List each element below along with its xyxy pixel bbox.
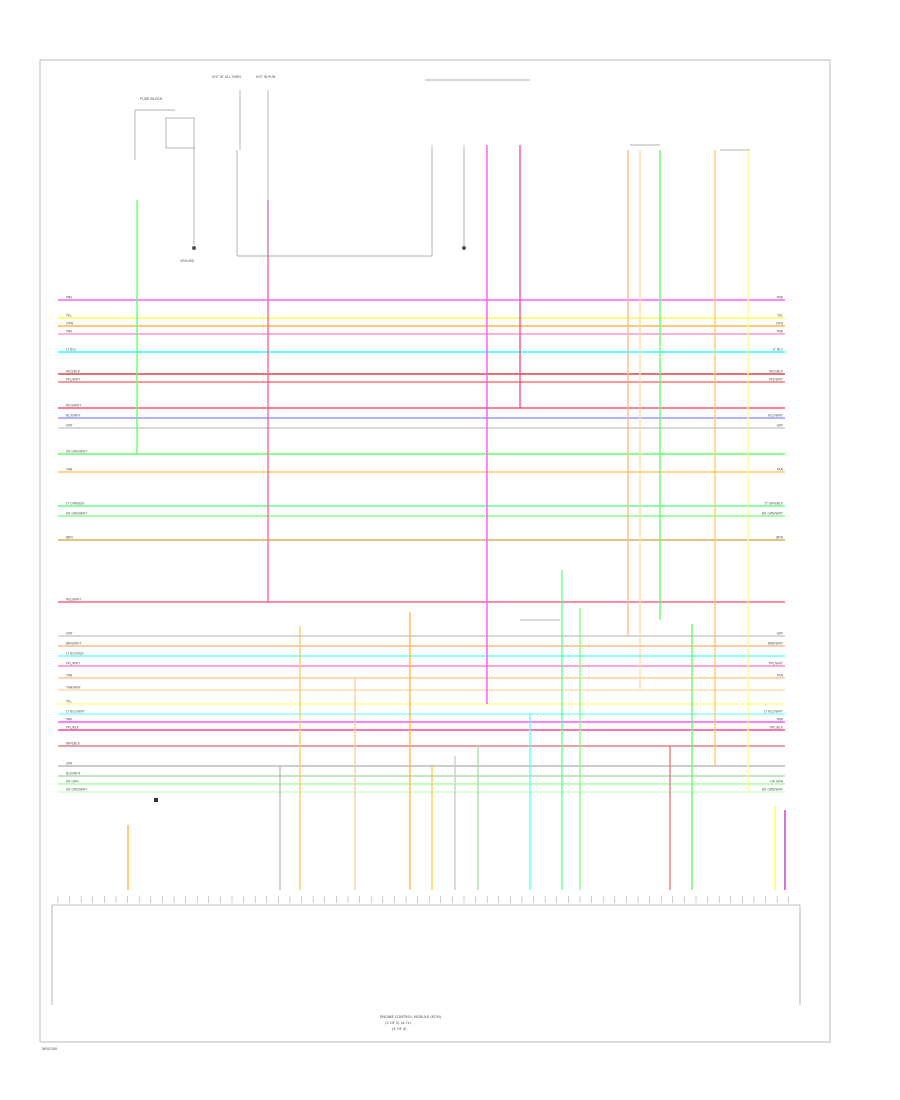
wire-label-left-13: DK GRN/WHT [66, 512, 87, 516]
wire-label-right-14: BRN [776, 536, 783, 540]
wire-label-right-2: ORN [776, 322, 784, 326]
wire-label-right-9: GRY [777, 424, 783, 428]
wire-label-right-23: LT BLU/WHT [764, 710, 783, 714]
fuse-block-label: FUSE BLOCK [140, 97, 163, 101]
wire-label-right-6: PPL/WHT [769, 378, 783, 382]
footer-code: W0C000 [42, 1047, 58, 1051]
wire-label-left-27: GRY [66, 762, 72, 766]
hot-at-all-times-label: HOT AT ALL TIMES [212, 75, 241, 79]
fuse-block-box [165, 117, 195, 149]
hot-in-run-label: HOT IN RUN [256, 75, 276, 79]
wire-label-left-29: DK GRN [66, 780, 79, 784]
wire-label-left-8: BLU/WHT [66, 414, 81, 418]
diagram-border [39, 59, 831, 1043]
wire-label-left-19: PPL/WHT [66, 662, 80, 666]
wire-label-right-17: BRN/WHT [768, 642, 783, 646]
wire-label-right-13: DK GRN/WHT [762, 512, 783, 516]
wire-label-left-18: LT BLU/BLK [66, 652, 84, 656]
wire-label-right-1: YEL [777, 314, 783, 318]
wire-label-left-23: LT BLU/WHT [66, 710, 85, 714]
labels: FUSE BLOCK HOT AT ALL TIMES HOT IN RUN G… [42, 75, 442, 1051]
ground-label: GROUND [180, 259, 195, 263]
wire-label-right-0: PNK [777, 296, 784, 300]
wire-label-left-30: DK GRN/WHT [66, 788, 87, 792]
wire-label-right-12: LT GRN/BLK [765, 502, 784, 506]
wire-label-left-14: BRN [66, 536, 73, 540]
splice-marker [154, 798, 158, 802]
wire-label-left-1: YEL [66, 314, 72, 318]
wire-label-left-16: GRY [66, 632, 72, 636]
wire-label-right-20: TAN [776, 674, 784, 678]
wire-label-left-15: RED/WHT [66, 598, 81, 602]
wire-label-left-26: BRN/BLK [66, 742, 81, 746]
wire-label-right-8: BLU/WHT [768, 414, 783, 418]
wire-label-left-17: BRN/WHT [66, 642, 81, 646]
wire-label-left-25: PPL/BLK [66, 726, 80, 730]
wire-label-left-20: TAN [65, 674, 73, 678]
ecm-title-line-3: (4 OF 4) [392, 1027, 407, 1031]
wire-label-left-0: PNK [66, 296, 73, 300]
wire-label-left-24: PNK [66, 718, 73, 722]
wire-label-left-9: GRY [66, 424, 72, 428]
wire-label-left-6: PPL/WHT [66, 378, 80, 382]
wire-label-right-19: PPL/WHT [769, 662, 783, 666]
ecm-title-line-2: (2 OF 2) (4.7L) [385, 1021, 412, 1025]
wire-label-left-11: TAN [65, 468, 73, 472]
wire-label-left-28: BLK/WHT [66, 772, 81, 776]
wire-label-left-7: RED/WHT [66, 404, 81, 408]
wire-label-right-5: RED/BLK [769, 370, 784, 374]
components [51, 79, 801, 1005]
wire-label-left-12: LT GRN/BLK [66, 502, 85, 506]
wire-label-left-10: DK GRN/WHT [66, 450, 87, 454]
wire-label-right-24: PNK [777, 718, 784, 722]
wire-label-right-11: TAN [776, 468, 784, 472]
wire-label-left-4: LT BLU [66, 348, 77, 352]
harness-wires: PNK PNK YEL YEL ORN ORN PNK PNK LT BLU LT BLU RED/… [57, 145, 790, 903]
wire-label-left-5: RED/BLK [66, 370, 81, 374]
wire-label-left-3: PNK [66, 330, 73, 334]
wire-label-left-22: YEL [66, 700, 72, 704]
wire-label-right-3: PNK [777, 330, 784, 334]
ground-point [192, 246, 196, 250]
ground-point-2 [462, 246, 466, 250]
wire-label-right-16: GRY [777, 632, 783, 636]
wire-label-right-4: LT BLU [773, 348, 784, 352]
wire-label-right-30: DK GRN/WHT [762, 788, 783, 792]
ecm-title-line-1: ENGINE CONTROL MODULE (ECM) [380, 1015, 442, 1019]
wire-label-right-29: DK GRN [770, 780, 783, 784]
wire-label-left-2: ORN [66, 322, 74, 326]
wire-label-left-21: TAN/WHT [65, 686, 81, 690]
wire-label-right-25: PPL/BLK [770, 726, 784, 730]
